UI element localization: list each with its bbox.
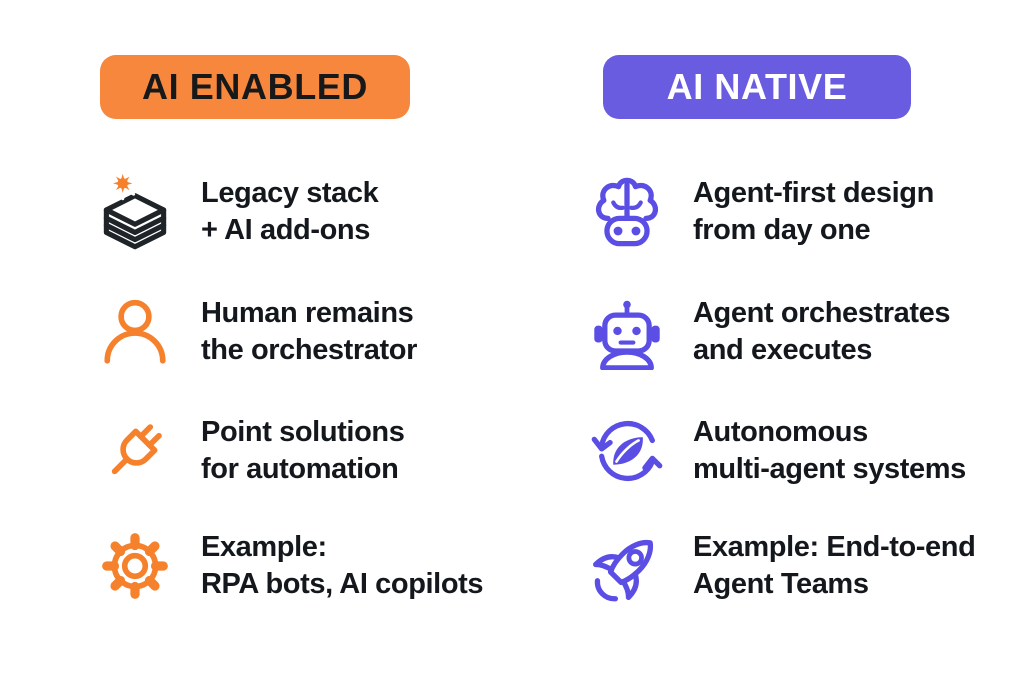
header-label-ai-native: AI NATIVE: [666, 66, 848, 107]
row-human-orchestrator: Human remains the orchestrator: [96, 286, 536, 378]
row-autonomous-systems: Autonomous multi-agent systems: [588, 405, 1024, 497]
caption-line: Legacy stack: [201, 177, 379, 209]
caption-line: Point solutions: [201, 416, 405, 448]
row-point-solutions: Point solutions for automation: [96, 405, 536, 497]
row-agent-orchestrates: Agent orchestrates and executes: [588, 286, 1024, 378]
caption-agent-orchestrates: Agent orchestrates and executes: [693, 295, 951, 369]
brain-bot-icon: [588, 166, 666, 258]
person-icon: [96, 286, 174, 378]
caption-line: multi-agent systems: [693, 453, 966, 485]
row-agent-first: Agent-first design from day one: [588, 166, 1024, 258]
caption-line: RPA bots, AI copilots: [201, 568, 484, 600]
caption-agent-first: Agent-first design from day one: [693, 175, 934, 249]
column-ai-enabled: AI ENABLED Legacy stack + AI add-ons: [96, 0, 536, 683]
caption-example-agent-teams: Example: End-to-end Agent Teams: [693, 529, 976, 603]
plug-icon: [96, 405, 174, 497]
caption-line: Autonomous: [693, 416, 868, 448]
row-example-agent-teams: Example: End-to-end Agent Teams: [588, 520, 1024, 612]
caption-line: the orchestrator: [201, 334, 417, 366]
caption-line: Agent orchestrates: [693, 297, 951, 329]
caption-example-rpa: Example: RPA bots, AI copilots: [201, 529, 484, 603]
gear-icon: [96, 520, 174, 612]
caption-line: for automation: [201, 453, 399, 485]
caption-line: Human remains: [201, 297, 414, 329]
header-label-ai-enabled: AI ENABLED: [141, 66, 368, 107]
caption-human-orchestrator: Human remains the orchestrator: [201, 295, 417, 369]
caption-line: Example:: [201, 531, 327, 563]
caption-legacy-stack: Legacy stack + AI add-ons: [201, 175, 379, 249]
rocket-icon: [588, 520, 666, 612]
cycle-leaf-icon: [588, 405, 666, 497]
caption-line: Agent-first design: [693, 177, 934, 209]
caption-line: Agent Teams: [693, 568, 869, 600]
caption-line: and executes: [693, 334, 872, 366]
caption-line: from day one: [693, 214, 871, 246]
robot-icon: [588, 286, 666, 378]
caption-point-solutions: Point solutions for automation: [201, 414, 405, 488]
header-badge-ai-enabled: AI ENABLED: [100, 55, 410, 119]
caption-autonomous-systems: Autonomous multi-agent systems: [693, 414, 966, 488]
caption-line: Example: End-to-end: [693, 531, 976, 563]
header-badge-ai-native: AI NATIVE: [603, 55, 911, 119]
caption-line: + AI add-ons: [201, 214, 370, 246]
row-legacy-stack: Legacy stack + AI add-ons: [96, 166, 536, 258]
layers-stack-spark-icon: [96, 166, 174, 258]
row-example-rpa: Example: RPA bots, AI copilots: [96, 520, 536, 612]
column-ai-native: AI NATIVE Agent-first design from day on…: [588, 0, 1024, 683]
